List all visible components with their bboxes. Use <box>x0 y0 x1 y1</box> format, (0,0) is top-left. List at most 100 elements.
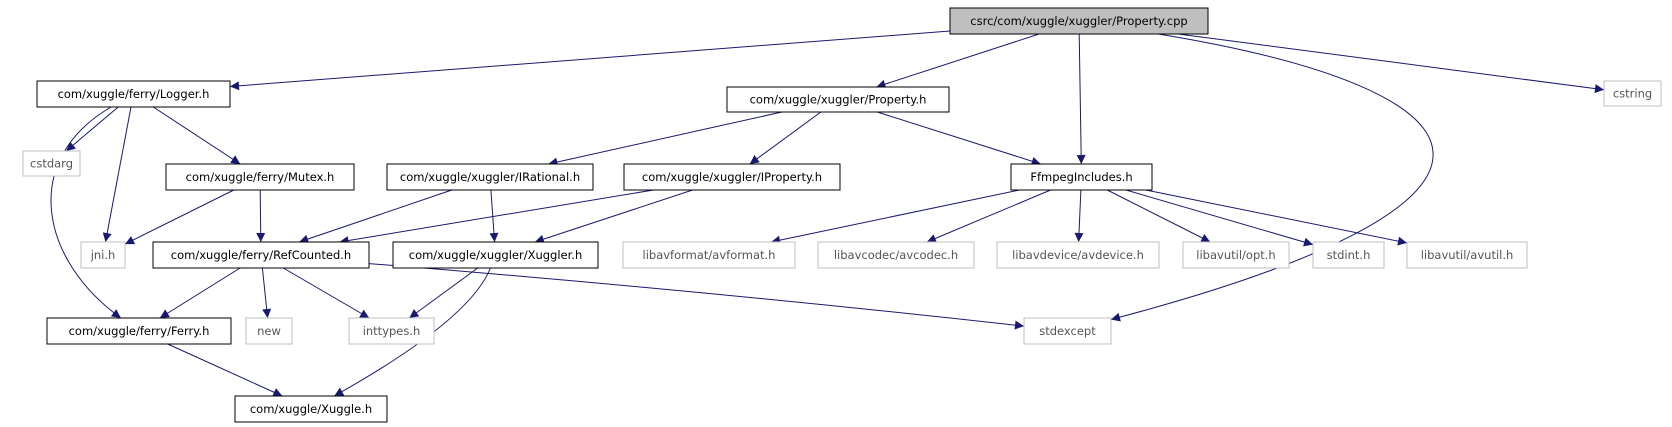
node-new: new <box>245 317 293 345</box>
edge-iproperty_h-to-refcounted_h <box>339 189 654 245</box>
node-label: com/xuggle/ferry/RefCounted.h <box>171 248 351 262</box>
node-box <box>152 241 370 269</box>
node-label: csrc/com/xuggle/xuggler/Property.cpp <box>970 14 1187 28</box>
edge-ferry_h-to-xuggle_h <box>167 343 283 397</box>
edge-refcounted_h-to-ferry_h <box>159 267 241 319</box>
edge-property_cpp-to-logger_h <box>229 30 951 91</box>
node-avformat-h: libavformat/avformat.h <box>622 241 796 269</box>
node-box <box>80 241 126 269</box>
node-box <box>386 163 594 191</box>
node-cstring: cstring <box>1603 80 1662 107</box>
node-box <box>392 241 599 269</box>
node-label: com/xuggle/Xuggle.h <box>250 402 372 416</box>
edge-ffmpeg_h-to-opt_h <box>1107 189 1211 243</box>
edge-mutex_h-to-jni_h <box>124 189 235 245</box>
node-label: com/xuggle/xuggler/IProperty.h <box>642 170 822 184</box>
node-label: libavutil/opt.h <box>1196 248 1275 262</box>
node-property-cpp[interactable]: csrc/com/xuggle/xuggler/Property.cpp <box>949 7 1209 35</box>
node-label: FfmpegIncludes.h <box>1030 170 1132 184</box>
edges-layer <box>50 30 1605 397</box>
node-cstdarg: cstdarg <box>22 150 81 177</box>
node-iproperty-h[interactable]: com/xuggle/xuggler/IProperty.h <box>623 163 841 191</box>
node-label: libavcodec/avcodec.h <box>834 248 958 262</box>
node-opt-h: libavutil/opt.h <box>1182 241 1290 269</box>
node-box <box>22 150 81 177</box>
node-box <box>165 163 355 191</box>
edge-xuggler_h-to-xuggle_h <box>333 267 491 397</box>
edge-refcounted_h-to-new <box>261 267 272 319</box>
node-box <box>622 241 796 269</box>
edge-xuggler_h-to-inttypes_h <box>409 267 478 319</box>
node-xuggler-h[interactable]: com/xuggle/xuggler/Xuggler.h <box>392 241 599 269</box>
node-box <box>234 395 388 423</box>
nodes-layer: csrc/com/xuggle/xuggler/Property.cpp com/… <box>22 7 1662 423</box>
node-box <box>1023 317 1112 345</box>
node-label: inttypes.h <box>363 324 421 338</box>
node-label: libavutil/avutil.h <box>1421 248 1514 262</box>
node-avcodec-h: libavcodec/avcodec.h <box>817 241 975 269</box>
edge-property_h-to-iproperty_h <box>749 111 822 165</box>
edge-irational_h-to-xuggler_h <box>489 189 499 243</box>
node-box <box>46 317 232 345</box>
node-label: cstring <box>1613 87 1652 101</box>
node-box <box>726 86 950 113</box>
node-avutil-h: libavutil/avutil.h <box>1406 241 1528 269</box>
edge-property_h-to-ffmpeg_h <box>877 111 1041 166</box>
node-box <box>949 7 1209 35</box>
node-box <box>1406 241 1528 269</box>
edge-ffmpeg_h-to-avcodec_h <box>926 189 1051 243</box>
edge-property_cpp-to-stdexcept <box>1110 33 1434 322</box>
edge-irational_h-to-refcounted_h <box>299 189 452 244</box>
node-irational-h[interactable]: com/xuggle/xuggler/IRational.h <box>386 163 594 191</box>
edge-property_h-to-irational_h <box>548 111 783 167</box>
edge-ffmpeg_h-to-avutil_h <box>1145 189 1408 246</box>
node-label: com/xuggle/ferry/Mutex.h <box>186 170 335 184</box>
node-avdevice-h: libavdevice/avdevice.h <box>996 241 1160 269</box>
node-inttypes-h: inttypes.h <box>348 317 435 345</box>
node-label: com/xuggle/xuggler/Property.h <box>750 93 927 107</box>
node-mutex-h[interactable]: com/xuggle/ferry/Mutex.h <box>165 163 355 191</box>
node-label: cstdarg <box>30 157 73 171</box>
node-stdexcept: stdexcept <box>1023 317 1112 345</box>
node-label: new <box>257 324 281 338</box>
node-logger-h[interactable]: com/xuggle/ferry/Logger.h <box>36 80 231 108</box>
edge-property_cpp-to-property_h <box>876 33 1040 89</box>
node-label: stdexcept <box>1039 324 1096 338</box>
node-ffmpeg-h[interactable]: FfmpegIncludes.h <box>1010 163 1153 191</box>
edge-iproperty_h-to-xuggler_h <box>534 189 693 244</box>
node-label: com/xuggle/ferry/Logger.h <box>58 87 210 101</box>
node-label: libavformat/avformat.h <box>643 248 776 262</box>
node-box <box>245 317 293 345</box>
node-label: jni.h <box>90 248 116 262</box>
edge-property_cpp-to-cstring <box>1178 33 1605 94</box>
edge-logger_h-to-ferry_h <box>50 106 122 319</box>
node-refcounted-h[interactable]: com/xuggle/ferry/RefCounted.h <box>152 241 370 269</box>
edge-ffmpeg_h-to-avdevice_h <box>1074 189 1084 243</box>
node-label: stdint.h <box>1327 248 1371 262</box>
node-ferry-h[interactable]: com/xuggle/ferry/Ferry.h <box>46 317 232 345</box>
node-box <box>1312 241 1385 269</box>
node-xuggle-h[interactable]: com/xuggle/Xuggle.h <box>234 395 388 423</box>
node-box <box>36 80 231 108</box>
node-box <box>1603 80 1662 107</box>
node-box <box>1182 241 1290 269</box>
edge-logger_h-to-mutex_h <box>153 106 241 165</box>
edge-refcounted_h-to-inttypes_h <box>283 267 370 319</box>
node-box <box>817 241 975 269</box>
edge-property_cpp-to-ffmpeg_h <box>1076 33 1086 165</box>
edge-mutex_h-to-refcounted_h <box>256 189 266 243</box>
edge-ffmpeg_h-to-stdint_h <box>1125 189 1314 247</box>
edge-ffmpeg_h-to-avformat_h <box>770 189 1020 245</box>
node-box <box>623 163 841 191</box>
edge-logger_h-to-jni_h <box>102 106 132 243</box>
node-jni-h: jni.h <box>80 241 126 269</box>
edge-refcounted_h-to-stdexcept <box>368 263 1025 330</box>
node-stdint-h: stdint.h <box>1312 241 1385 269</box>
node-label: com/xuggle/xuggler/Xuggler.h <box>409 248 583 262</box>
edge-logger_h-to-cstdarg <box>65 106 119 152</box>
node-box <box>996 241 1160 269</box>
node-box <box>348 317 435 345</box>
node-property-h[interactable]: com/xuggle/xuggler/Property.h <box>726 86 950 113</box>
node-label: com/xuggle/xuggler/IRational.h <box>400 170 580 184</box>
